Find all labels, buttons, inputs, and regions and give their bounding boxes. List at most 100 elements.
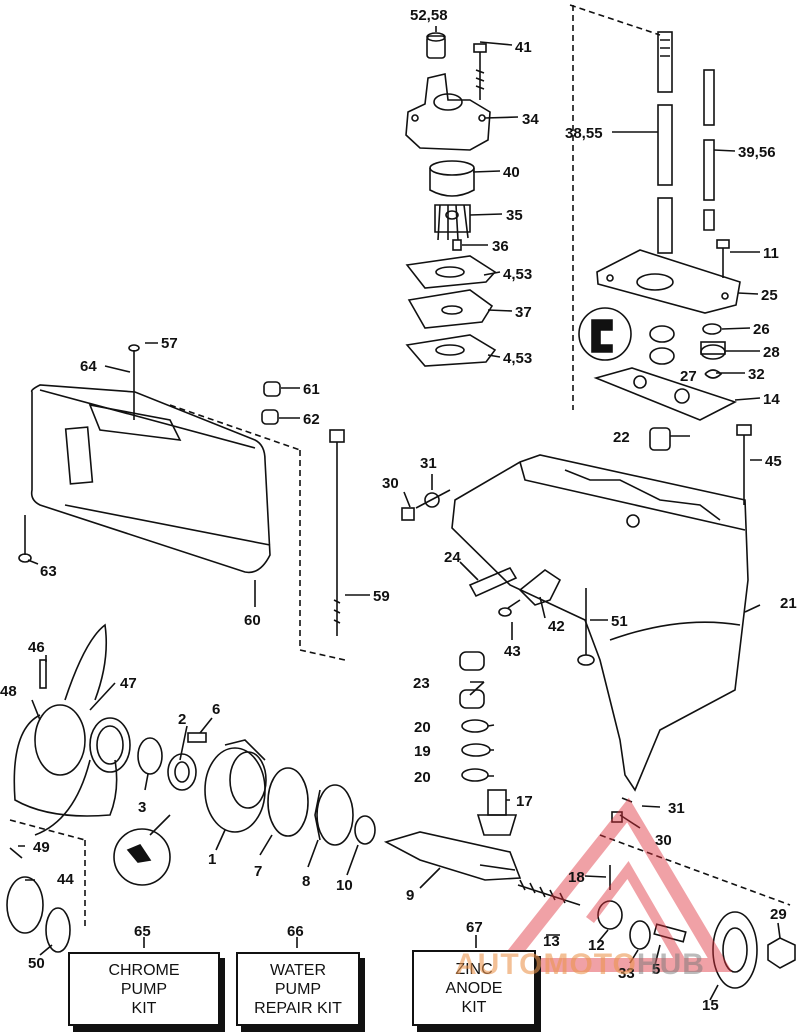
callout-51: 51 — [611, 613, 628, 630]
pin — [621, 797, 633, 803]
callout-37: 37 — [515, 304, 532, 321]
callout-44: 44 — [57, 871, 74, 888]
callout-14: 14 — [763, 391, 780, 408]
callout-60: 60 — [244, 612, 261, 629]
callout-12: 12 — [588, 937, 605, 954]
leader-line — [18, 26, 781, 1001]
nut — [767, 937, 796, 969]
divider-line — [569, 4, 661, 36]
retaining-ring — [704, 369, 723, 379]
screw — [498, 599, 521, 617]
washer — [424, 492, 440, 508]
divider-line — [169, 404, 301, 451]
chrome-pump-kit-label: CHROME PUMP KIT — [108, 961, 180, 1017]
callout-20-lower: 20 — [414, 769, 431, 786]
watermark-text-a: AUTOMOTO — [455, 948, 637, 981]
o-ring — [267, 767, 309, 837]
thrust-washer — [461, 768, 489, 782]
callout-36: 36 — [492, 238, 509, 255]
screw — [187, 732, 207, 743]
callout-49: 49 — [33, 839, 50, 856]
callout-1: 1 — [208, 851, 216, 868]
housing-gasket — [593, 367, 738, 421]
chrome-pump-kit-box: CHROME PUMP KIT — [68, 952, 220, 1026]
callout-23: 23 — [413, 675, 430, 692]
callout-11: 11 — [763, 245, 779, 262]
spring — [653, 923, 687, 943]
thrust-washer — [137, 737, 163, 775]
screw — [401, 489, 451, 521]
screw-exhaust — [18, 515, 32, 563]
thrust-washer — [461, 719, 489, 733]
impeller — [434, 204, 471, 241]
callout-45: 45 — [765, 453, 782, 470]
callout-22: 22 — [613, 429, 630, 446]
callout-32-upper: 32 — [748, 366, 765, 383]
callout-65: 65 — [134, 923, 151, 940]
o-ring — [629, 920, 651, 950]
callout-57: 57 — [161, 335, 178, 352]
callout-24: 24 — [444, 549, 461, 566]
seal-detail — [578, 307, 632, 361]
callout-30-lower: 30 — [655, 832, 672, 849]
o-ring — [702, 323, 722, 335]
callout-41: 41 — [515, 39, 532, 56]
callout-50: 50 — [28, 955, 45, 972]
driveshaft-short — [703, 69, 715, 231]
impeller-key — [452, 239, 462, 251]
callout-40: 40 — [503, 164, 520, 181]
callout-5: 5 — [652, 961, 660, 978]
spacer — [649, 427, 671, 451]
screw-vertical — [128, 344, 140, 420]
cotter-pin — [39, 659, 47, 689]
reverse-gear — [314, 784, 354, 846]
callout-59: 59 — [373, 588, 390, 605]
pinion-gear — [476, 789, 518, 836]
callout-39-56: 39,56 — [738, 144, 776, 161]
pump-gasket-lower — [405, 334, 497, 367]
propeller-shaft — [383, 831, 522, 881]
bearing — [167, 753, 197, 791]
callout-61: 61 — [303, 381, 320, 398]
callout-35: 35 — [506, 207, 523, 224]
pump-gasket-upper — [405, 255, 497, 289]
callout-47: 47 — [120, 675, 137, 692]
zinc-anode-kit-box: ZINC ANODE KIT — [412, 950, 536, 1026]
callout-25: 25 — [761, 287, 778, 304]
water-pump-repair-kit-label: WATER PUMP REPAIR KIT — [254, 961, 342, 1017]
shift-rod — [517, 879, 581, 906]
callout-19: 19 — [414, 743, 431, 760]
callout-31-lower: 31 — [668, 800, 685, 817]
callout-17: 17 — [516, 793, 533, 810]
callout-42: 42 — [548, 618, 565, 635]
callout-48: 48 — [0, 683, 17, 700]
callout-13: 13 — [543, 933, 560, 950]
pump-screw — [473, 43, 487, 100]
callout-2: 2 — [178, 711, 186, 728]
zinc-anode-kit-label: ZINC ANODE KIT — [445, 960, 503, 1016]
callout-67: 67 — [466, 919, 483, 936]
grommet — [263, 381, 281, 397]
bearing — [459, 689, 485, 709]
callout-21: 21 — [780, 595, 797, 612]
callout-4-53-lower: 4,53 — [503, 350, 532, 367]
pump-plate — [407, 289, 494, 329]
callout-63: 63 — [40, 563, 57, 580]
long-stud — [329, 429, 345, 636]
seal — [700, 341, 726, 360]
long-bolt — [736, 424, 752, 505]
washer — [354, 815, 376, 845]
grommet — [261, 409, 279, 425]
bearing — [459, 651, 485, 671]
callout-9: 9 — [406, 887, 414, 904]
exhaust-housing — [30, 384, 271, 574]
callout-3: 3 — [138, 799, 146, 816]
divider-line — [299, 649, 346, 661]
driveshaft-long — [657, 31, 673, 254]
callout-43: 43 — [504, 643, 521, 660]
bushing — [649, 325, 675, 365]
callout-64: 64 — [80, 358, 97, 375]
water-intake — [518, 569, 562, 606]
pump-cup — [426, 32, 446, 59]
